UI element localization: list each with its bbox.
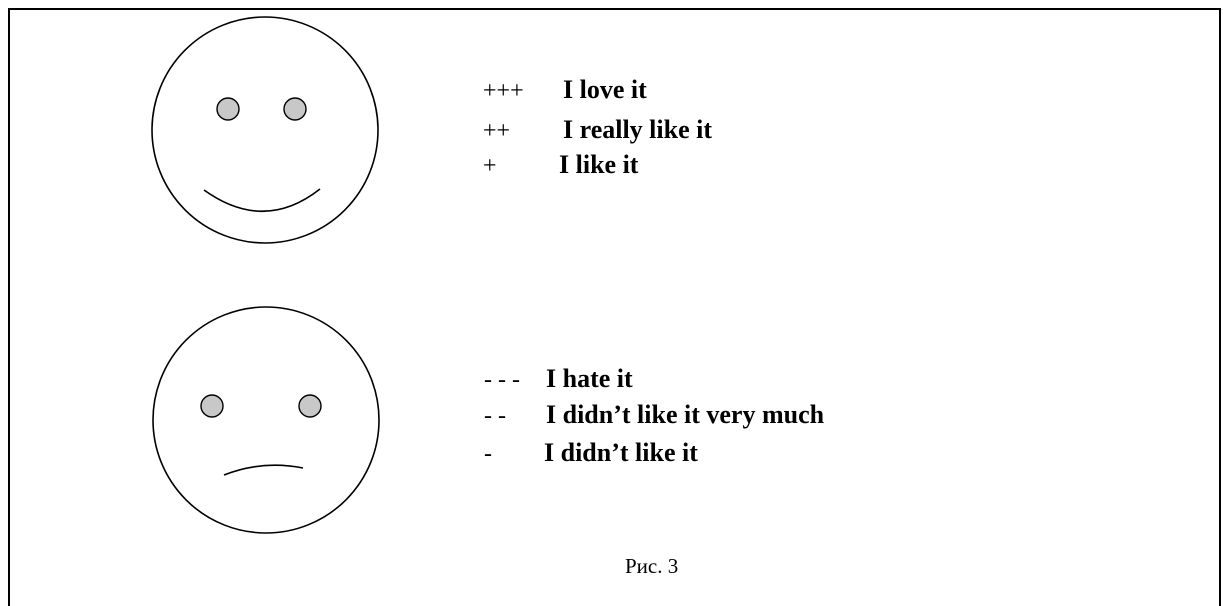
rating-label: I like it <box>559 150 639 179</box>
rating-like-it: + I like it <box>483 150 638 180</box>
happy-face-outline <box>151 16 379 244</box>
rating-didnt-like-very-much: - - I didn’t like it very much <box>484 400 824 430</box>
rating-label: I didn’t like it very much <box>546 400 825 429</box>
rating-label: I really like it <box>563 115 713 144</box>
rating-symbol: + <box>483 153 497 179</box>
rating-symbol: +++ <box>483 78 524 104</box>
figure-frame <box>8 8 1221 606</box>
sad-face-outline <box>152 306 380 534</box>
rating-love-it: +++ I love it <box>483 75 647 105</box>
happy-face <box>151 16 379 244</box>
happy-face-left-eye <box>216 97 240 121</box>
sad-face <box>152 306 380 534</box>
sad-face-left-eye <box>200 394 224 418</box>
rating-label: I love it <box>563 75 647 104</box>
rating-didnt-like-it: - I didn’t like it <box>484 438 698 468</box>
sad-face-frown <box>223 464 304 476</box>
rating-symbol: ++ <box>483 118 511 144</box>
rating-really-like-it: ++ I really like it <box>483 115 712 145</box>
happy-face-right-eye <box>283 97 307 121</box>
rating-symbol: - - - <box>484 367 520 393</box>
rating-label: I hate it <box>546 364 633 393</box>
rating-symbol: - <box>484 441 492 467</box>
happy-face-smile <box>203 188 321 213</box>
rating-symbol: - - <box>484 403 506 429</box>
rating-label: I didn’t like it <box>544 438 698 467</box>
sad-face-right-eye <box>298 394 322 418</box>
rating-hate-it: - - - I hate it <box>484 364 633 394</box>
figure-caption: Рис. 3 <box>625 554 679 578</box>
